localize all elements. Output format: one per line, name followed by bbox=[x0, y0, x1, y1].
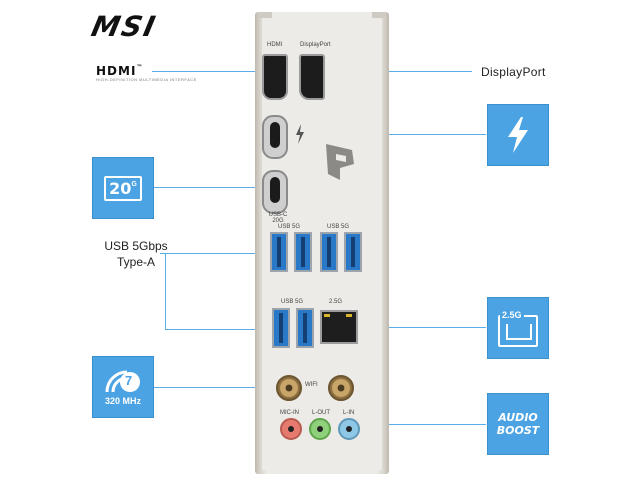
usb-a-port bbox=[294, 232, 312, 272]
plate-label-usbc-line2: 20G bbox=[272, 218, 284, 224]
usb-a-port bbox=[320, 232, 338, 272]
usb-a-port bbox=[270, 232, 288, 272]
lan-led-left bbox=[324, 314, 330, 317]
msi-logo: MSI bbox=[88, 10, 160, 43]
wifi7-number: 7 bbox=[125, 373, 133, 388]
wifi7-icon: 7 bbox=[103, 368, 143, 394]
plate-label-displayport: DisplayPort bbox=[300, 42, 331, 48]
lan-feature-box: 2.5G bbox=[487, 297, 549, 359]
connector-line-hdmi bbox=[152, 71, 262, 72]
shield-tab-right bbox=[372, 12, 386, 18]
plate-label-usb-group1b: USB 5G bbox=[327, 224, 350, 230]
displayport-port bbox=[299, 54, 325, 100]
plate-label-usb-group2: USB 5G bbox=[281, 299, 304, 305]
connector-line-audio bbox=[354, 424, 486, 425]
plate-label-wifi: WIFI bbox=[305, 382, 318, 388]
audio-jack-line-out bbox=[309, 418, 331, 440]
label-usb-line2: Type-A bbox=[116, 255, 155, 269]
usb-20g-icon: 20 G bbox=[104, 175, 142, 201]
wifi7-bandwidth: 320 MHz bbox=[104, 396, 141, 406]
audio-jack-mic-in bbox=[280, 418, 302, 440]
usb-c-port-thunderbolt bbox=[262, 115, 288, 159]
plate-label-usb-group1a: USB 5G bbox=[278, 224, 301, 230]
usbc-20g-feature-box: 20 G bbox=[92, 157, 154, 219]
connector-line-usb-top bbox=[160, 253, 264, 254]
hdmi-trademark: ™ bbox=[136, 64, 144, 71]
usb-20g-unit: G bbox=[131, 180, 137, 188]
plate-label-usbc: USB-C 20G bbox=[267, 212, 289, 224]
usb-c-port-20g bbox=[262, 170, 288, 214]
plate-label-usbc-line1: USB-C bbox=[268, 212, 288, 218]
lightning-icon bbox=[508, 117, 528, 153]
antenna-connector bbox=[328, 375, 354, 401]
audio-jack-line-in bbox=[338, 418, 360, 440]
ethernet-socket bbox=[506, 324, 532, 340]
lan-port bbox=[320, 310, 358, 344]
wifi-arcs-icon bbox=[105, 370, 140, 393]
hdmi-logo-subtitle: HIGH-DEFINITION MULTIMEDIA INTERFACE bbox=[96, 77, 197, 82]
lan-led-right bbox=[346, 314, 352, 317]
hdmi-port bbox=[262, 54, 288, 100]
plate-label-line-out: L-OUT bbox=[312, 410, 330, 416]
plate-label-lan: 2.5G bbox=[329, 299, 343, 305]
logo-plate-icon bbox=[326, 144, 354, 180]
plate-label-hdmi: HDMI bbox=[267, 42, 283, 48]
lan-box-label: 2.5G bbox=[500, 310, 524, 320]
usb-a-port bbox=[296, 308, 314, 348]
thunderbolt-feature-box bbox=[487, 104, 549, 166]
label-usb-type-a: USB 5Gbps Type-A bbox=[86, 238, 186, 270]
usb-a-port bbox=[344, 232, 362, 272]
plate-label-mic-in: MIC-IN bbox=[280, 410, 299, 416]
connector-line-lan bbox=[354, 327, 486, 328]
label-displayport: DisplayPort bbox=[481, 65, 546, 79]
shield-tab-left bbox=[258, 12, 272, 18]
hdmi-logo: HDMI™ bbox=[96, 64, 143, 78]
label-usb-line1: USB 5Gbps bbox=[104, 239, 168, 253]
connector-line-usb-bottom bbox=[165, 329, 271, 330]
connector-line-usb-vertical bbox=[165, 253, 166, 329]
wifi7-feature-box: 7 320 MHz bbox=[92, 356, 154, 418]
audio-boost-feature-box: AUDIO BOOST bbox=[487, 393, 549, 455]
ethernet-icon: 2.5G bbox=[498, 310, 538, 347]
connector-line-wifi bbox=[152, 387, 276, 388]
thunderbolt-icon bbox=[296, 124, 304, 144]
antenna-connector bbox=[276, 375, 302, 401]
connector-line-usbc bbox=[152, 187, 262, 188]
hdmi-logo-text: HDMI bbox=[96, 64, 137, 78]
usb-20g-number: 20 bbox=[109, 178, 132, 198]
plate-label-line-in: L-IN bbox=[343, 410, 355, 416]
connector-line-dp bbox=[322, 71, 472, 72]
usb-a-port bbox=[272, 308, 290, 348]
connector-line-thunderbolt bbox=[300, 134, 486, 135]
audio-boost-line1: AUDIO bbox=[498, 411, 538, 424]
audio-boost-line2: BOOST bbox=[496, 424, 540, 437]
